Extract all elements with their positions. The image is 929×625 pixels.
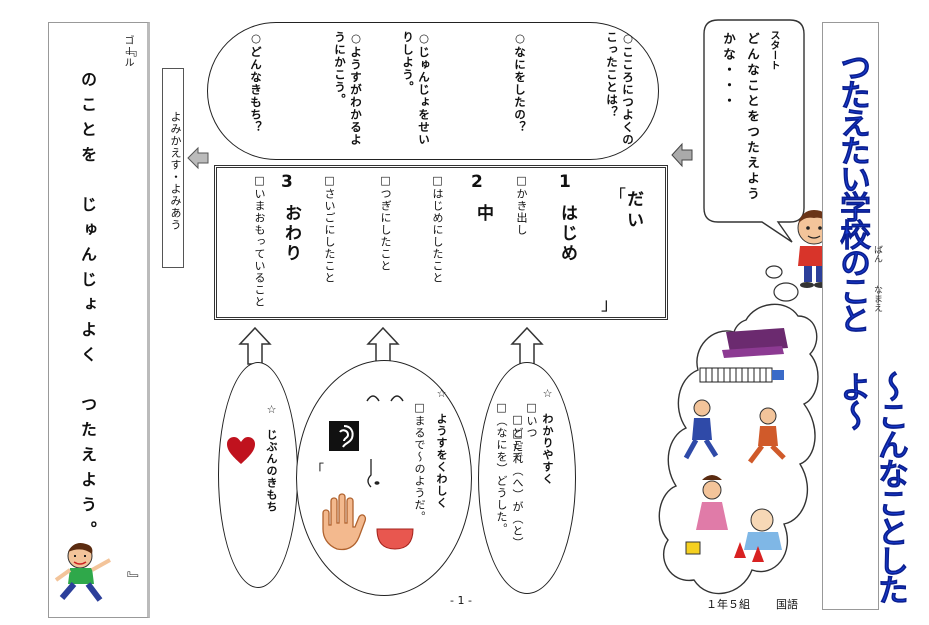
start-label: スタート: [768, 30, 779, 70]
section-2-heading: 中: [473, 204, 493, 224]
clear-title: ☆ わかりやすく: [541, 387, 554, 485]
clear-oval: ☆ わかりやすく □いつ □どこで □だれ（へ）が（と） □（なにを）どうした。: [478, 362, 576, 594]
start-bubble: スタート どんなことをつたえようかな・・・: [700, 20, 803, 220]
title-box: つたえたい学校のこと ～こんなことしたよ～ ばん なまえ: [822, 22, 908, 610]
face-oval: 「 ☆ ようすをくわしく □まるで～のようだ。: [296, 360, 472, 596]
nose-icon: [367, 459, 380, 488]
detail-item-1: □まるで～のようだ。: [413, 401, 426, 523]
question-2: ○なにをしたの？: [513, 31, 527, 134]
clear-item-1: □いつ: [525, 401, 538, 439]
section-2-item-1: □はじめにしたこと: [431, 174, 444, 284]
page-number: - 1 -: [450, 594, 472, 607]
face-mark: 「: [311, 463, 325, 478]
section-1-item-1: □かき出し: [515, 174, 528, 236]
section-1-heading: はじめ: [557, 204, 577, 264]
arrow-up-icon: [510, 326, 544, 365]
clear-item-2: □どこで: [511, 413, 524, 463]
clear-item-4: □（なにを）どうした。: [495, 401, 508, 535]
arrow-left-icon: [187, 146, 209, 170]
goal-label: ゴール: [122, 35, 133, 68]
section-2-item-3: □さいごにしたこと: [323, 174, 336, 284]
section-3-number: 3: [281, 172, 296, 192]
page-subtitle: ～こんなことしたよ～: [834, 371, 909, 604]
structure-box: 「 だい 」 1 はじめ □かき出し 2 中 □はじめにしたこと □つぎにしたこ…: [214, 165, 668, 320]
eyebrows-icon: [366, 395, 404, 402]
thought-cloud-icon: [658, 265, 819, 595]
page-title: つたえたい学校のこと: [834, 51, 871, 332]
section-2-number: 2: [471, 172, 486, 192]
section-3-heading: おわり: [281, 204, 301, 264]
ear-icon: [329, 421, 359, 451]
arrow-up-icon: [238, 326, 272, 365]
mouth-icon: [376, 528, 414, 550]
question-1: ○こころにつよくのこったことは？: [605, 31, 635, 146]
question-4: ○ようすがわかるようにかこう。: [333, 31, 363, 146]
start-text: どんなことをつたえようかな・・・: [721, 32, 760, 203]
goal-bracket-open: 『: [118, 41, 137, 57]
goal-bracket-close: 』: [124, 571, 143, 587]
heart-icon: [227, 437, 255, 464]
review-box: よみかえす・よみあう: [162, 68, 184, 268]
clear-item-3: □だれ（へ）が（と）: [511, 427, 524, 549]
section-3-item-1: □いまおもっていること: [253, 174, 266, 308]
detail-title: ☆ ようすをくわしく: [435, 387, 448, 509]
ruby-namae: なまえ: [872, 285, 882, 312]
hand-icon: [322, 493, 367, 551]
question-3: ○じゅんじょをせいりしよう。: [401, 31, 431, 146]
subject-label: 国語: [776, 598, 798, 611]
goal-box: ゴール 『 のことを じゅんじょよく つたえよう。 』: [48, 22, 150, 618]
goal-text: のことを じゅんじょよく つたえよう。: [78, 71, 97, 546]
section-1-number: 1: [559, 172, 574, 192]
class-label: １年５組: [706, 598, 750, 611]
essay-title-label: だい: [623, 190, 643, 232]
ruby-ban: ばん: [872, 245, 882, 263]
section-2-item-2: □つぎにしたこと: [379, 174, 392, 272]
title-bracket-open: 「: [609, 187, 626, 207]
questions-capsule: ○こころにつよくのこったことは？ ○なにをしたの？ ○じゅんじょをせいりしよう。…: [207, 22, 659, 160]
running-kid-icon: [54, 543, 111, 602]
feeling-title: ☆ じぶんのきもち: [265, 403, 278, 513]
title-bracket-close: 」: [601, 295, 618, 315]
arrow-left-icon: [671, 142, 693, 168]
speech-bubble-icon: [703, 19, 805, 243]
question-5: ○どんなきもち？: [249, 31, 263, 134]
feeling-oval: ☆ じぶんのきもち: [218, 362, 298, 588]
